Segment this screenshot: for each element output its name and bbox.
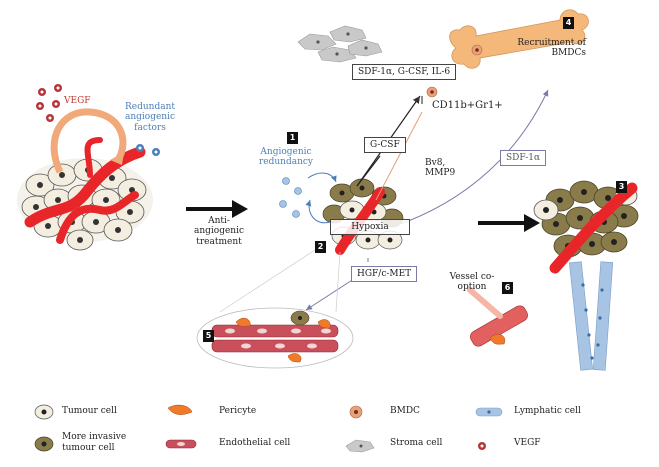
co-option-vessel (467, 287, 528, 347)
left-tumour (17, 108, 153, 251)
central-tumour (322, 178, 404, 255)
stroma-cell-icon (345, 439, 375, 453)
step-4-badge: 4 (563, 17, 574, 29)
bv8-mmp9-label: Bv8, MMP9 (425, 158, 456, 179)
angiogenic-redundancy-particles (279, 177, 302, 218)
legend-invasive-tumour-cell: More invasive tumour cell (62, 432, 127, 453)
redundant-factor-particles (136, 144, 160, 156)
tumour-cell-icon (34, 404, 54, 420)
vegf-particles (36, 84, 62, 122)
step-1-badge: 1 (287, 132, 298, 144)
step-3-badge: 3 (616, 181, 627, 193)
recruitment-label: Recruitment of BMDCs (517, 38, 586, 59)
angiogenic-redundancy-label: Angiogenic redundancy (258, 147, 314, 168)
zoom-ellipse (196, 307, 354, 369)
step-6-badge: 6 (502, 282, 513, 294)
bone-marrow (449, 9, 589, 69)
vegf-icon (478, 442, 486, 450)
step-2-badge: 2 (315, 241, 326, 253)
invasive-tumour-cell-icon (34, 436, 54, 452)
pericyte-icon (167, 404, 193, 415)
bv8-line (375, 111, 423, 201)
progression-arrow (478, 214, 540, 232)
step-5-badge: 5 (203, 330, 214, 342)
gcsf-box: G-CSF (364, 137, 406, 153)
endothelial-vessel (211, 310, 339, 363)
sdf-gcsf-il6-box: SDF-1α, G-CSF, IL-6 (352, 64, 457, 80)
legend-bmdc: BMDC (390, 406, 420, 416)
sdf1a-box: SDF-1α (500, 150, 547, 166)
vessel-cooption-label: Vessel co-option (449, 272, 495, 293)
redundant-factors-label: Redundant angiogenic factors (124, 102, 176, 133)
legend-lymphatic-cell: Lymphatic cell (514, 406, 581, 416)
hypoxia-box: Hypoxia (330, 219, 410, 235)
vegf-label: VEGF (64, 96, 91, 106)
legend-tumour-cell: Tumour cell (62, 406, 117, 416)
legend-endothelial-cell: Endothelial cell (219, 438, 291, 448)
endothelial-cell-icon (165, 439, 197, 449)
legend-pericyte: Pericyte (219, 406, 257, 416)
lymphatic-cell-icon (475, 407, 503, 417)
legend-vegf: VEGF (514, 438, 541, 448)
bmdc-icon (349, 405, 363, 419)
right-tumour (533, 180, 639, 371)
sdf1a-arrow (394, 89, 549, 227)
hgf-cmet-box: HGF/c-MET (351, 266, 418, 282)
legend-stroma-cell: Stroma cell (390, 438, 443, 448)
cd11b-label: CD11b+Gr1+ (432, 100, 503, 111)
treatment-arrow (186, 200, 248, 218)
anti-angiogenic-label: Anti- angiogenic treatment (193, 216, 245, 247)
stroma-cells (297, 25, 383, 63)
legend-icons (34, 404, 503, 453)
